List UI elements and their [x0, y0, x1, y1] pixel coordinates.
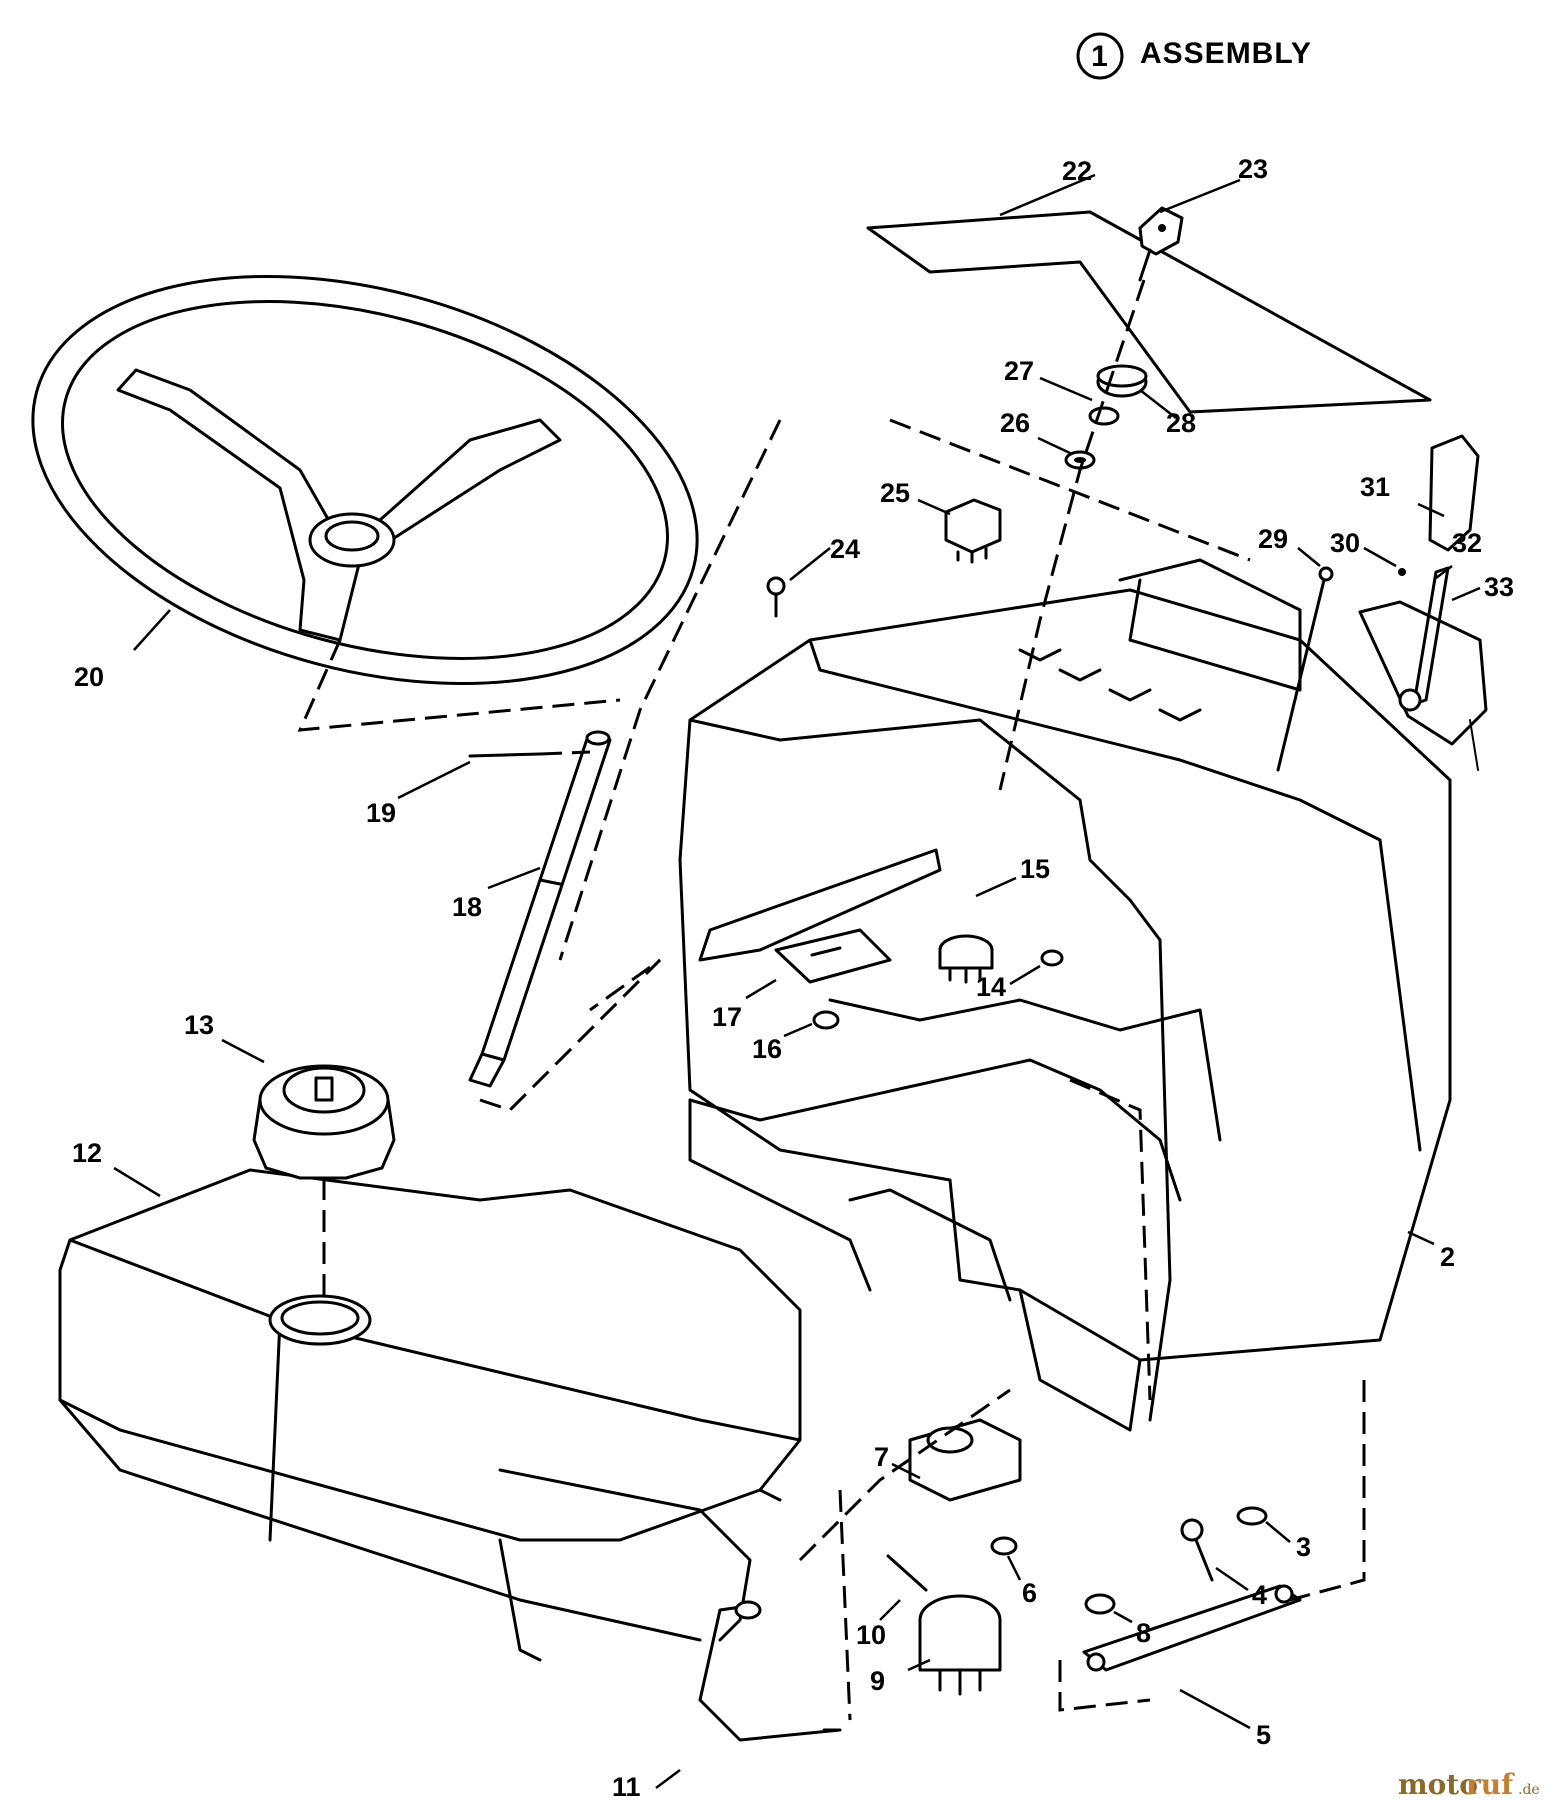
label-11: 11	[612, 1772, 641, 1800]
part-17-plate	[774, 928, 892, 984]
label-4: 4	[1252, 1580, 1267, 1610]
part-6-nut	[990, 1536, 1018, 1556]
label-17: 17	[712, 1002, 742, 1032]
label-6: 6	[1022, 1578, 1037, 1608]
assembly-number-circle	[1076, 32, 1124, 80]
part-12-fuel-tank	[58, 1168, 802, 1662]
label-5: 5	[1256, 1720, 1271, 1750]
part-16-grommet	[812, 1010, 840, 1030]
part-25-switch	[944, 498, 1002, 564]
part-19-pin	[468, 752, 542, 758]
part-11-wire	[698, 1600, 842, 1742]
part-2-dash-console	[678, 558, 1452, 1432]
label-25: 25	[880, 478, 910, 508]
label-32: 32	[1452, 528, 1482, 558]
part-18-steering-shaft	[468, 730, 612, 1088]
part-20-steering-wheel	[31, 274, 699, 686]
label-2: 2	[1440, 1242, 1455, 1272]
label-29: 29	[1258, 524, 1288, 554]
watermark-moto: moto	[1398, 1768, 1478, 1800]
label-18: 18	[452, 892, 482, 922]
label-33: 33	[1484, 572, 1514, 602]
part-24-screw	[766, 576, 786, 618]
part-23-key	[1138, 206, 1184, 282]
assembly-title: ASSEMBLY	[1140, 37, 1312, 70]
part-5-bracket	[1082, 1584, 1302, 1672]
label-14: 14	[976, 972, 1006, 1002]
label-23: 23	[1238, 154, 1268, 184]
part-9-connector	[918, 1594, 1002, 1696]
part-13-fuel-cap	[252, 1064, 396, 1180]
label-8: 8	[1136, 1618, 1151, 1648]
leader-lines	[113, 173, 1481, 1789]
label-22: 22	[1062, 156, 1092, 186]
label-24: 24	[830, 534, 860, 564]
label-20: 20	[74, 662, 104, 692]
part-14-nut	[1040, 949, 1064, 967]
ignition-nut-washers	[998, 279, 1148, 791]
label-30: 30	[1330, 528, 1360, 558]
part-22-decal	[866, 210, 1432, 414]
watermark-ruf: ruf	[1466, 1768, 1515, 1800]
label-26: 26	[1000, 408, 1030, 438]
label-9: 9	[870, 1666, 885, 1696]
assembly-header: 1 ASSEMBLY	[1076, 32, 1312, 80]
label-16: 16	[752, 1034, 782, 1064]
label-7: 7	[874, 1442, 889, 1472]
label-3: 3	[1296, 1532, 1311, 1562]
label-15: 15	[1020, 854, 1050, 884]
watermark-suffix: .de	[1518, 1782, 1540, 1798]
part-15-ignition-switch	[938, 934, 994, 984]
label-12: 12	[72, 1138, 102, 1168]
part-31-lever-handle	[1428, 434, 1480, 552]
part-32-lever-assembly	[1358, 566, 1488, 771]
part-3-washer	[1236, 1506, 1268, 1526]
part-8-nut	[1084, 1593, 1116, 1615]
label-27: 27	[1004, 356, 1034, 386]
label-19: 19	[366, 798, 396, 828]
part-29-screw	[1276, 566, 1334, 772]
part-labels: 22 23 27 28 26 25 24 29 30 31 32 33 20 1…	[72, 154, 1514, 1800]
label-28: 28	[1166, 408, 1196, 438]
label-10: 10	[856, 1620, 886, 1650]
part-7-switch	[908, 1418, 1022, 1502]
label-13: 13	[184, 1010, 214, 1040]
watermark: moto ruf .de	[1398, 1768, 1540, 1800]
part-10-pin	[886, 1554, 928, 1592]
label-31: 31	[1360, 472, 1390, 502]
assembly-number: 1	[1091, 40, 1109, 73]
part-4-bolt	[1180, 1518, 1214, 1582]
